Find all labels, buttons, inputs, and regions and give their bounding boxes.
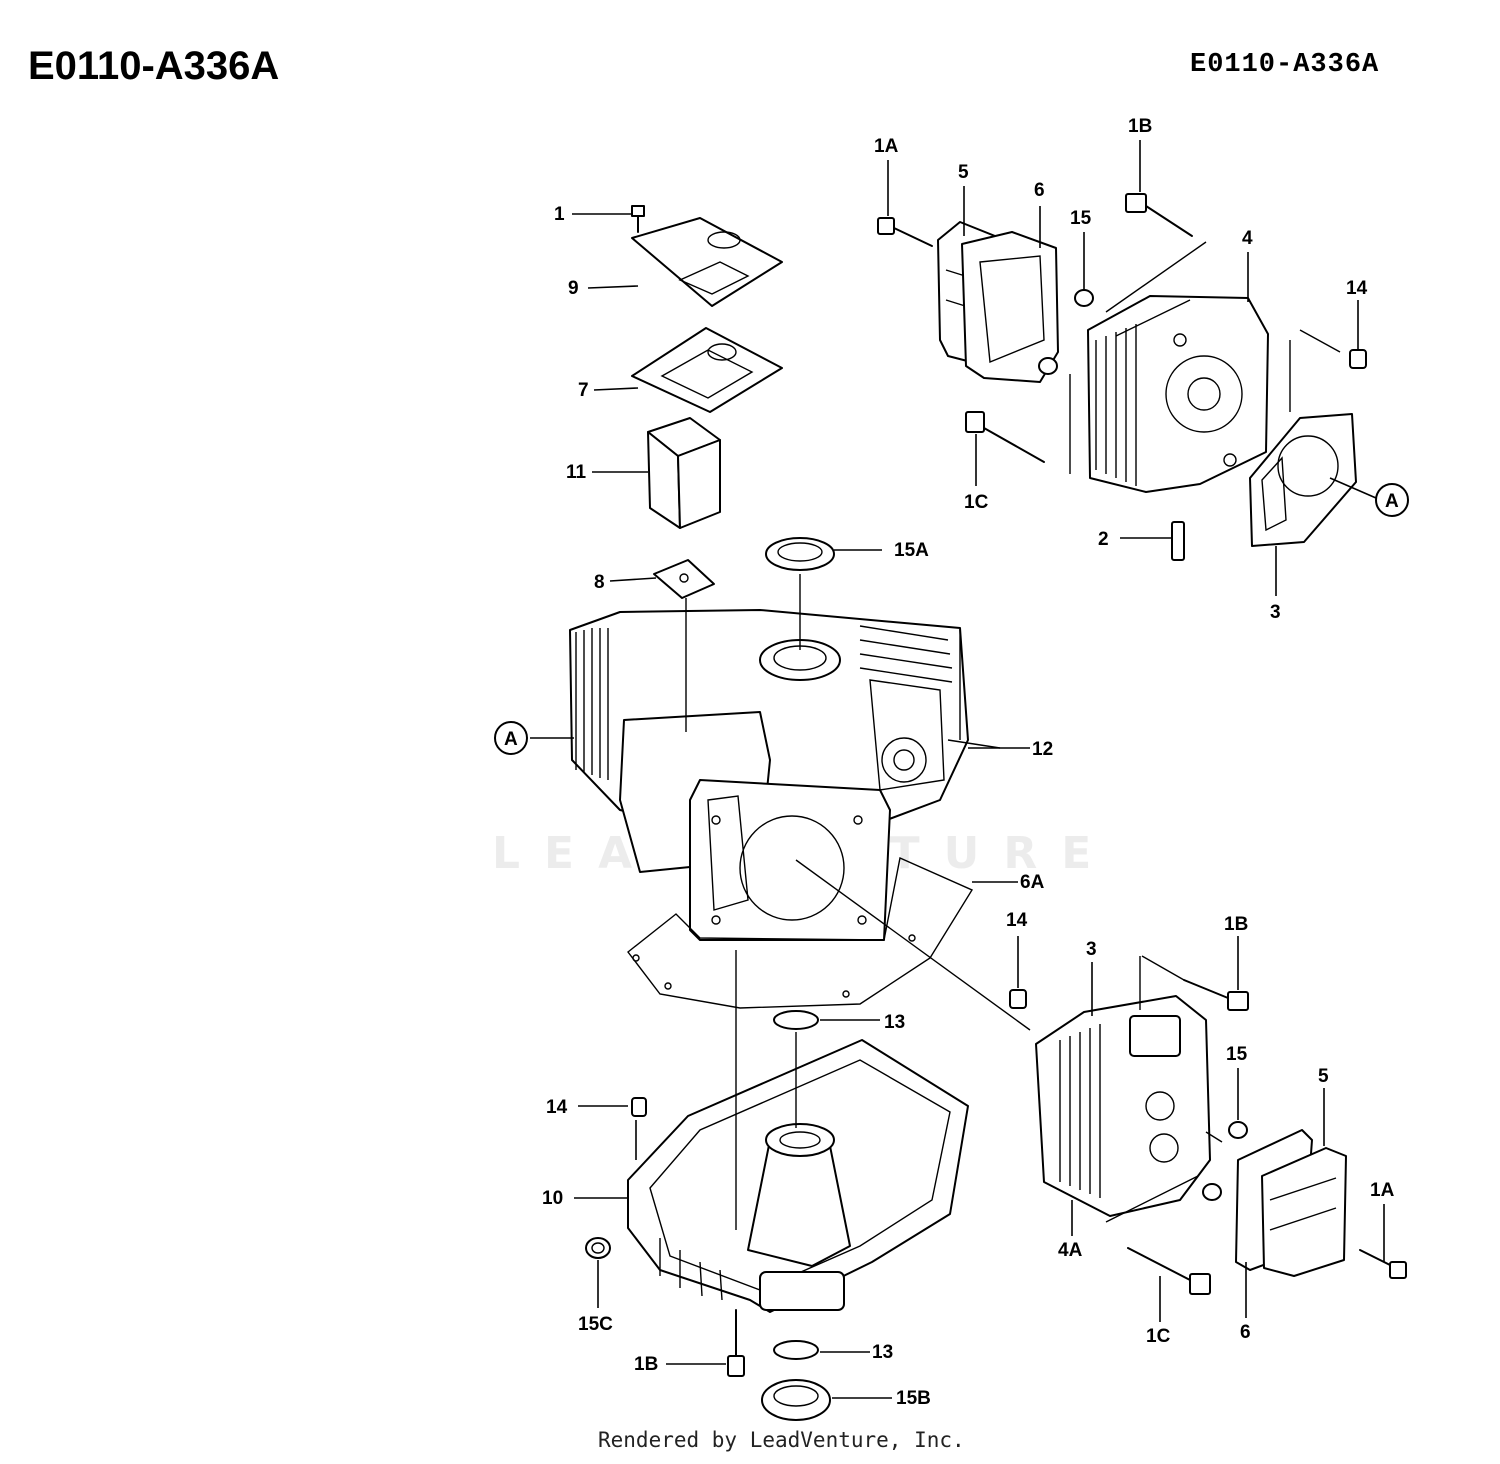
callout-1A-top[interactable]: 1A <box>874 136 899 157</box>
reference-circle-A-right <box>1375 483 1409 517</box>
callout-15-top[interactable]: 15 <box>1070 208 1092 229</box>
part-bolt-1B-top <box>1125 193 1193 237</box>
callout-5-top[interactable]: 5 <box>958 162 969 183</box>
part-seal-15-top <box>1038 289 1094 375</box>
callout-7[interactable]: 7 <box>578 380 589 401</box>
callout-13-bottom[interactable]: 13 <box>872 1342 893 1363</box>
part-bolt-1B-bottom <box>727 1309 745 1377</box>
callout-leaders <box>530 140 1385 1399</box>
callout-6-top[interactable]: 6 <box>1034 180 1045 201</box>
callout-1C-bottom[interactable]: 1C <box>1146 1326 1171 1347</box>
callout-1A-bottom[interactable]: 1A <box>1370 1180 1395 1201</box>
callout-14-top[interactable]: 14 <box>1346 278 1368 299</box>
callout-14-left[interactable]: 14 <box>546 1097 568 1118</box>
callout-1B-bottom[interactable]: 1B <box>634 1354 658 1375</box>
callout-10[interactable]: 10 <box>542 1188 563 1209</box>
part-bolt-1C-bottom <box>1127 1247 1211 1295</box>
part-bolt-1B-mid <box>1183 979 1249 1011</box>
part-seal-15B <box>761 1379 831 1421</box>
callout-2[interactable]: 2 <box>1098 529 1109 550</box>
part-dowel-14-mid <box>1009 989 1027 1009</box>
part-filter-element-11 <box>647 417 721 529</box>
part-dowel-14-left <box>631 1097 647 1117</box>
part-cylinder-head-4A <box>1035 995 1211 1217</box>
callout-15C[interactable]: 15C <box>578 1314 613 1335</box>
callout-1B-mid[interactable]: 1B <box>1224 914 1248 935</box>
callout-4A[interactable]: 4A <box>1058 1240 1083 1261</box>
part-crankcase-cover-10 <box>627 1039 969 1313</box>
callout-14-mid[interactable]: 14 <box>1006 910 1028 931</box>
part-dowel-14-top <box>1349 349 1367 369</box>
part-gasket-6-top <box>961 231 1059 383</box>
part-seal-15-mid <box>1202 1121 1248 1201</box>
part-cover-plate-9 <box>631 217 783 307</box>
footer-credit: Rendered by LeadVenture, Inc. <box>598 1428 965 1452</box>
callout-6A[interactable]: 6A <box>1020 872 1045 893</box>
part-stud-2 <box>1171 521 1185 561</box>
part-head-cover-5-bottom <box>1261 1147 1347 1277</box>
part-oring-13-bottom <box>773 1340 819 1360</box>
callout-12[interactable]: 12 <box>1032 739 1053 760</box>
part-cylinder-head-4 <box>1087 295 1269 493</box>
part-bolt-1C-top <box>965 411 1045 463</box>
callout-5-bottom[interactable]: 5 <box>1318 1066 1329 1087</box>
part-seal-15C <box>585 1237 611 1259</box>
assembly-lines <box>685 241 1341 1230</box>
callout-3-mid[interactable]: 3 <box>1086 939 1097 960</box>
part-oring-13-top <box>773 1010 819 1030</box>
part-seal-15A <box>765 537 835 571</box>
part-gasket-7 <box>631 327 783 413</box>
callout-6-bottom[interactable]: 6 <box>1240 1322 1251 1343</box>
diagram-code: E0110-A336A <box>1190 50 1380 80</box>
part-clip-8 <box>653 559 715 599</box>
callout-1C-top[interactable]: 1C <box>964 492 989 513</box>
callout-13-top[interactable]: 13 <box>884 1012 905 1033</box>
callout-8[interactable]: 8 <box>594 572 605 593</box>
part-bolt-1A-bottom <box>1359 1249 1407 1279</box>
part-bolt-1A-top <box>877 217 933 247</box>
page-title: E0110-A336A <box>28 44 280 88</box>
callout-15-mid[interactable]: 15 <box>1226 1044 1248 1065</box>
callout-1B-top[interactable]: 1B <box>1128 116 1152 137</box>
callout-4[interactable]: 4 <box>1242 228 1253 249</box>
callout-15B[interactable]: 15B <box>896 1388 931 1409</box>
callout-9[interactable]: 9 <box>568 278 579 299</box>
callout-A-right[interactable]: A <box>1385 491 1399 512</box>
reference-circle-A-left <box>494 721 528 755</box>
callout-labels: 1 9 7 11 8 15A A 12 6A 13 14 10 15C 1B 1… <box>504 116 1399 1409</box>
part-gasket-6A <box>627 857 974 1009</box>
callout-3-top[interactable]: 3 <box>1270 602 1281 623</box>
callout-11[interactable]: 11 <box>566 462 587 483</box>
part-crankcase-12 <box>569 609 969 941</box>
part-bolt-1 <box>631 205 645 233</box>
callout-15A[interactable]: 15A <box>894 540 929 561</box>
callout-A-left[interactable]: A <box>504 729 518 750</box>
part-head-gasket-3-top <box>1249 413 1357 547</box>
callout-1[interactable]: 1 <box>554 204 565 225</box>
